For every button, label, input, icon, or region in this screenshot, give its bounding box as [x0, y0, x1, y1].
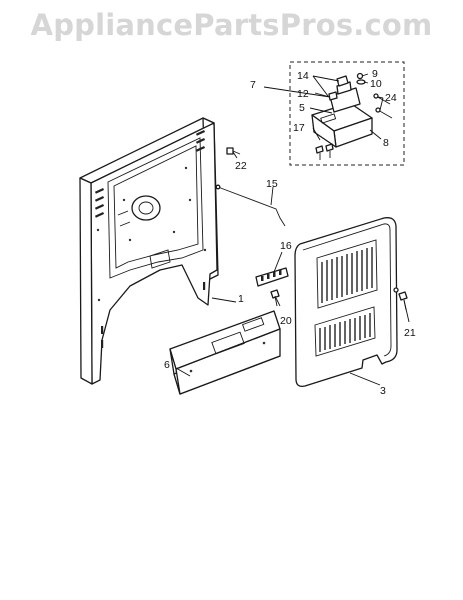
- terminal-block-16: [255, 267, 289, 287]
- callout-labels: 1 3 5 6 7 8 9 10 12 14 15 16 17 20 21 22…: [164, 68, 416, 397]
- callout-20: 20: [280, 315, 292, 327]
- rod-15: [215, 184, 286, 227]
- callout-22: 22: [235, 160, 247, 172]
- callout-16: 16: [280, 240, 292, 252]
- callout-10: 10: [370, 78, 382, 90]
- callout-9: 9: [372, 68, 378, 80]
- watermark-logo: AppliancePartsPros.com: [30, 8, 433, 42]
- upper-vent-grid: [316, 239, 378, 309]
- screw-22: [226, 147, 241, 155]
- access-cover-3: [294, 217, 399, 387]
- lower-vent-grid: [314, 306, 376, 357]
- callout-6: 6: [164, 359, 170, 371]
- back-panel: [79, 117, 219, 385]
- callout-8: 8: [383, 137, 389, 149]
- callout-7: 7: [250, 79, 256, 91]
- callout-14: 14: [297, 70, 309, 82]
- callout-1: 1: [238, 293, 244, 305]
- callout-21: 21: [404, 327, 416, 339]
- callout-15: 15: [266, 178, 278, 190]
- screw-20: [270, 289, 281, 307]
- callout-17: 17: [293, 122, 305, 134]
- callout-24: 24: [385, 92, 397, 104]
- callout-5: 5: [299, 102, 305, 114]
- callout-3: 3: [380, 385, 386, 397]
- callout-12: 12: [297, 88, 309, 100]
- bracket-6: [169, 310, 281, 395]
- leader-lines: [175, 73, 410, 386]
- terminal-detail-inset: [289, 61, 405, 166]
